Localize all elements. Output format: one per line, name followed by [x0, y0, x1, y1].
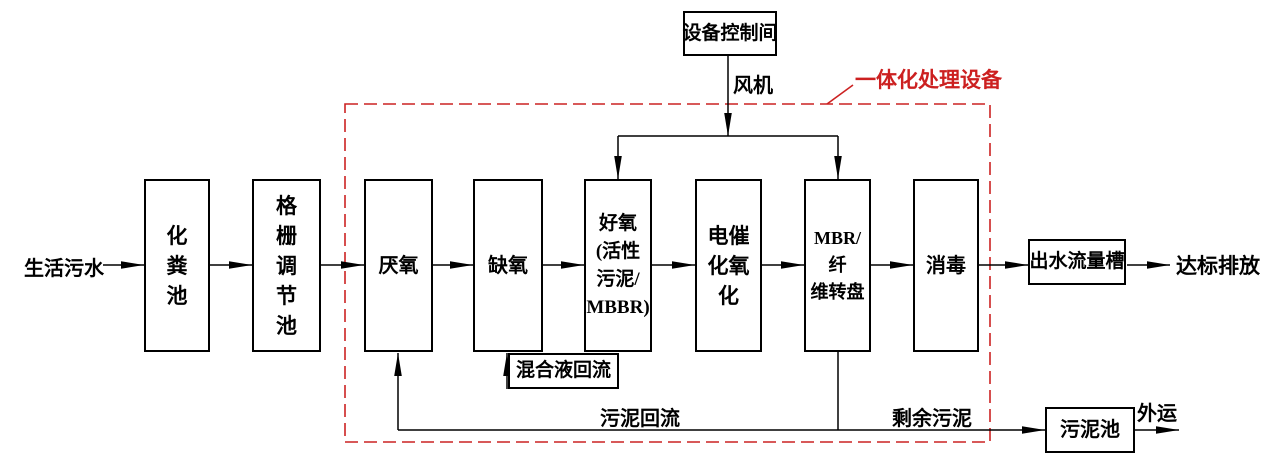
box-aerobic-line1: 好氧	[598, 212, 637, 234]
air-supply-lines	[614, 56, 842, 179]
transport-out-label: 外运	[1137, 403, 1177, 425]
box-anaerobic: 厌氧	[364, 179, 433, 352]
integrated-equipment-dashed-boundary	[344, 103, 991, 443]
box-mbr-line1: MBR/纤	[814, 228, 861, 275]
box-mbr: MBR/纤 维转盘	[804, 179, 871, 352]
box-mixed-liquor-return: 混合液回流	[508, 353, 619, 389]
integrated-equipment-title: 一体化处理设备	[855, 68, 1002, 92]
box-anoxic-label: 缺氧	[488, 254, 528, 277]
return-sludge-lines	[394, 352, 1179, 434]
box-mbr-line2: 维转盘	[810, 282, 865, 302]
box-control-room: 设备控制间	[682, 11, 778, 56]
box-aerobic: 好氧 (活性 污泥/ MBBR)	[584, 179, 652, 352]
box-outlet-flume-label: 出水流量槽	[1029, 251, 1125, 272]
box-anaerobic-label: 厌氧	[378, 254, 419, 277]
box-disinfection-label: 消毒	[926, 254, 966, 277]
box-sludge-tank-label: 污泥池	[1060, 419, 1120, 441]
box-electrocatalytic: 电催 化氧 化	[695, 179, 762, 352]
inflow-label: 生活污水	[24, 258, 104, 280]
box-anoxic: 缺氧	[473, 179, 543, 352]
mixed-liquor-return-label: 混合液回流	[515, 360, 611, 381]
box-electrocatalytic-line2: 化氧	[707, 253, 750, 278]
box-electrocatalytic-line3: 化	[718, 283, 739, 308]
box-aerobic-line3: 污泥/	[596, 268, 640, 290]
box-septic-tank-label: 化粪池	[166, 223, 188, 308]
box-septic-tank: 化粪池	[144, 179, 210, 352]
box-electrocatalytic-line1: 电催	[707, 223, 750, 248]
box-disinfection: 消毒	[913, 179, 979, 352]
box-aerobic-line2: (活性	[595, 240, 641, 262]
discharge-label: 达标排放	[1176, 254, 1260, 278]
box-control-room-label: 设备控制间	[682, 22, 778, 44]
excess-sludge-label: 剩余污泥	[892, 408, 972, 430]
sludge-return-label: 污泥回流	[600, 408, 680, 430]
box-grid-regulating-tank-label: 格栅调节池	[276, 193, 297, 338]
box-sludge-tank: 污泥池	[1045, 407, 1135, 453]
red-label-leader-line	[826, 84, 854, 105]
box-outlet-flume: 出水流量槽	[1028, 239, 1126, 285]
box-grid-regulating-tank: 格栅调节池	[252, 179, 321, 352]
fan-label: 风机	[733, 75, 773, 97]
box-aerobic-line4: MBBR)	[586, 296, 650, 318]
